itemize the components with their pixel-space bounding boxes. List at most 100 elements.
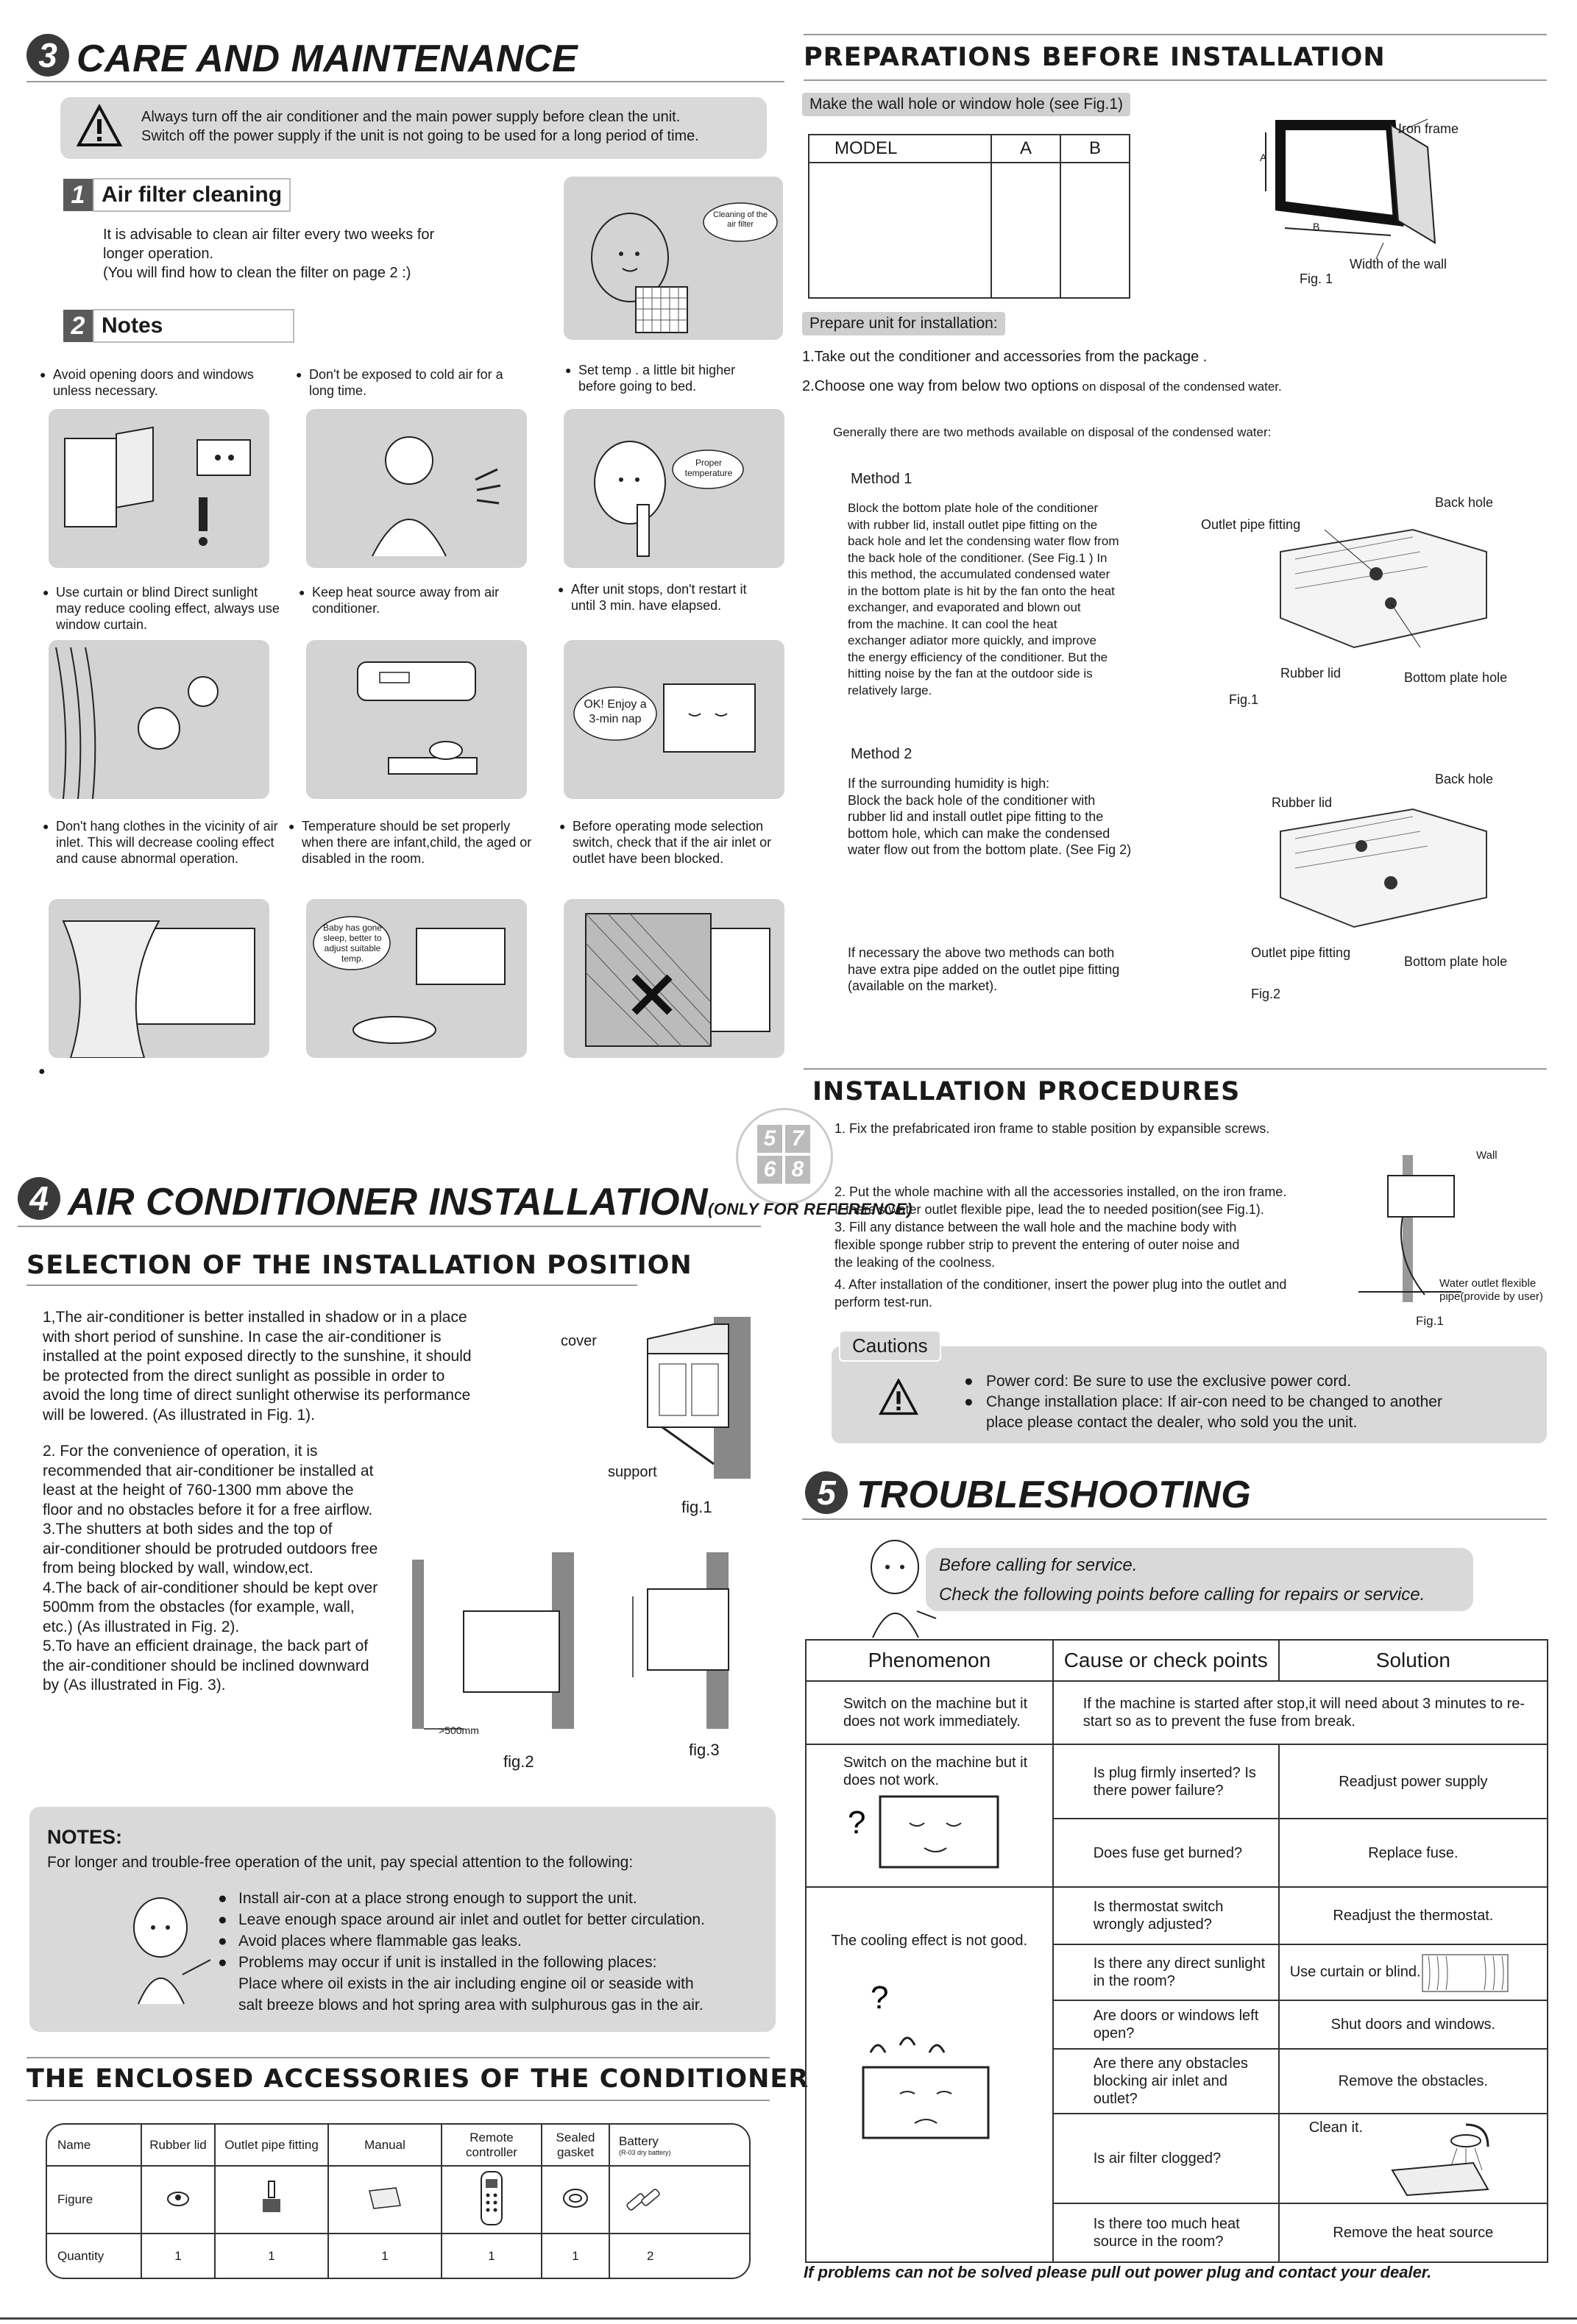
warning-box: Always turn off the air conditioner and …	[60, 97, 767, 159]
subsection-title: Notes	[93, 309, 294, 343]
air-filter-text: It is advisable to clean air filter ever…	[103, 225, 515, 282]
bubble-text: Baby has gone sleep, better to adjust su…	[322, 923, 383, 964]
outlet-pipe-label: Outlet pipe fitting	[1201, 517, 1301, 532]
sad-hot-unit-icon: ?	[862, 1980, 990, 2139]
acc-fig-manual	[327, 2165, 442, 2234]
subsection-title: Air filter cleaning	[93, 178, 291, 212]
sealed-gasket-icon	[563, 2188, 588, 2208]
acc-fig-rubber	[141, 2165, 216, 2234]
note-cold-air: Don't be exposed to cold air for a long …	[296, 366, 522, 399]
solution-clean: Clean it.	[1277, 2113, 1549, 2204]
b-header: B	[1060, 134, 1130, 163]
solution-curtain: Use curtain or blind.	[1277, 1944, 1549, 2001]
divider	[26, 2100, 770, 2101]
warning-icon	[77, 104, 122, 146]
svg-text:?: ?	[848, 1805, 865, 1841]
troubleshooting-title: TROUBLESHOOTING	[857, 1474, 1252, 1516]
wall-hole-label: Make the wall hole or window hole (see F…	[802, 93, 1131, 116]
curtain-sun-icon	[55, 647, 219, 799]
phen-no-immediate: Switch on the machine but it does not wo…	[805, 1680, 1054, 1745]
acc-fig-battery	[609, 2165, 749, 2234]
note-set-temp: Set temp . a little bit higher before go…	[565, 362, 770, 394]
divider	[804, 34, 1547, 35]
notes-heading: 2 Notes	[63, 309, 294, 343]
page-mark: 6	[757, 1156, 782, 1184]
acc-header-rubber: Rubber lid	[141, 2125, 216, 2167]
text-line: It is advisable to clean air filter ever…	[103, 227, 435, 243]
warning-icon	[879, 1379, 918, 1415]
prep-step-1: 1.Take out the conditioner and accessori…	[802, 349, 1208, 365]
bottom-edge-line	[0, 2317, 1577, 2320]
distance-label: >500mm	[439, 1724, 479, 1736]
method2-title: Method 2	[851, 746, 912, 762]
outlet-pipe-label: Outlet pipe fitting	[1251, 945, 1351, 960]
remote-controller-icon	[481, 2170, 503, 2225]
solution-power: Readjust power supply	[1277, 1743, 1549, 1820]
baby-unit-icon	[313, 916, 506, 1044]
installation-title: AIR CONDITIONER INSTALLATION(ONLY FOR RE…	[68, 1180, 912, 1224]
acc-figure-label: Figure	[47, 2165, 142, 2234]
acc-qty: 1	[441, 2233, 542, 2278]
cover-label: cover	[561, 1333, 597, 1349]
troubleshooting-footer: If problems can not be solved please pul…	[804, 2263, 1432, 2281]
section-number-3: 3	[26, 34, 69, 77]
acc-qty: 1	[327, 2233, 442, 2278]
cold-person-icon	[372, 436, 501, 557]
generally-text: Generally there are two methods availabl…	[833, 425, 1272, 439]
model-table: MODEL A B	[808, 134, 1130, 299]
acc-header-name: Name	[47, 2125, 142, 2167]
a-header: A	[991, 134, 1061, 163]
cause-sunlight: Is there any direct sunlight in the room…	[1052, 1944, 1280, 2001]
fig2-caption: Fig.2	[1251, 987, 1281, 1001]
clearance-figure	[412, 1552, 574, 1730]
girl-pointing-icon	[133, 1897, 211, 2005]
cause-fuse: Does fuse get burned?	[1052, 1818, 1280, 1888]
sad-unit-icon: ?	[848, 1795, 999, 1869]
method1-title: Method 1	[851, 471, 912, 487]
cause-plug: Is plug firmly inserted? Is there power …	[1052, 1743, 1280, 1820]
iron-frame-label: Iron frame	[1398, 121, 1459, 136]
installation-procedures-title: INSTALLATION PROCEDURES	[812, 1077, 1241, 1106]
header-solution: Solution	[1277, 1639, 1549, 1682]
text-line: longer operation.	[103, 246, 214, 262]
back-hole-label: Back hole	[1435, 495, 1494, 510]
header-phenomenon: Phenomenon	[805, 1639, 1054, 1682]
acc-fig-gasket	[541, 2165, 610, 2234]
cautions-box: Cautions ●Power cord: Be sure to use the…	[832, 1330, 1547, 1443]
note-avoid-doors: Avoid opening doors and windows unless n…	[40, 366, 281, 399]
extra-pipe-text: If necessary the above two methods can b…	[848, 945, 1120, 993]
note-curtain: Use curtain or blind Direct sunlight may…	[43, 584, 284, 633]
acc-header-outlet: Outlet pipe fitting	[214, 2125, 329, 2167]
acc-qty: 2	[609, 2233, 749, 2278]
acc-header-gasket: Sealed gasket	[541, 2125, 610, 2167]
cover-support-figure	[647, 1317, 751, 1479]
cause-heat: Is there too much heat source in the roo…	[1052, 2203, 1280, 2263]
fig1-caption: Fig.1	[1229, 692, 1259, 707]
header-cause: Cause or check points	[1052, 1639, 1280, 1682]
rubber-lid-label: Rubber lid	[1280, 666, 1342, 681]
phen-cooling-bad: The cooling effect is not good. ?	[805, 1886, 1054, 2263]
acc-header-manual: Manual	[327, 2125, 442, 2167]
warning-line-1: Always turn off the air conditioner and …	[141, 109, 681, 125]
cautions-title: Cautions	[839, 1330, 941, 1362]
model-header: MODEL	[808, 134, 992, 163]
fig-label-a: A	[1260, 152, 1267, 163]
method2-figure	[1280, 808, 1487, 928]
fig-label-b: B	[1313, 221, 1320, 232]
clothes-illustration	[49, 899, 269, 1058]
bottom-plate-label: Bottom plate hole	[1404, 954, 1508, 969]
rubber-lid-icon	[167, 2191, 189, 2206]
prepare-unit-label: Prepare unit for installation:	[802, 312, 1005, 335]
wall-pipe-figure	[1358, 1155, 1461, 1302]
title-main: AIR CONDITIONER INSTALLATION	[68, 1181, 709, 1223]
subsection-number: 1	[63, 179, 93, 211]
note-check-blocked: Before operating mode selection switch, …	[559, 818, 786, 867]
bottom-plate-label: Bottom plate hole	[1404, 670, 1508, 685]
acc-qty: 1	[541, 2233, 610, 2278]
bubble-line-2: Check the following points before callin…	[939, 1585, 1425, 1605]
method2-text: If the surrounding humidity is high: Blo…	[848, 776, 1132, 857]
bullet-dot: ●	[38, 1065, 46, 1078]
solution-thermostat: Readjust the thermostat.	[1277, 1886, 1549, 1945]
blocked-illustration	[564, 899, 784, 1058]
warning-line-2: Switch off the power supply if the unit …	[141, 128, 699, 144]
